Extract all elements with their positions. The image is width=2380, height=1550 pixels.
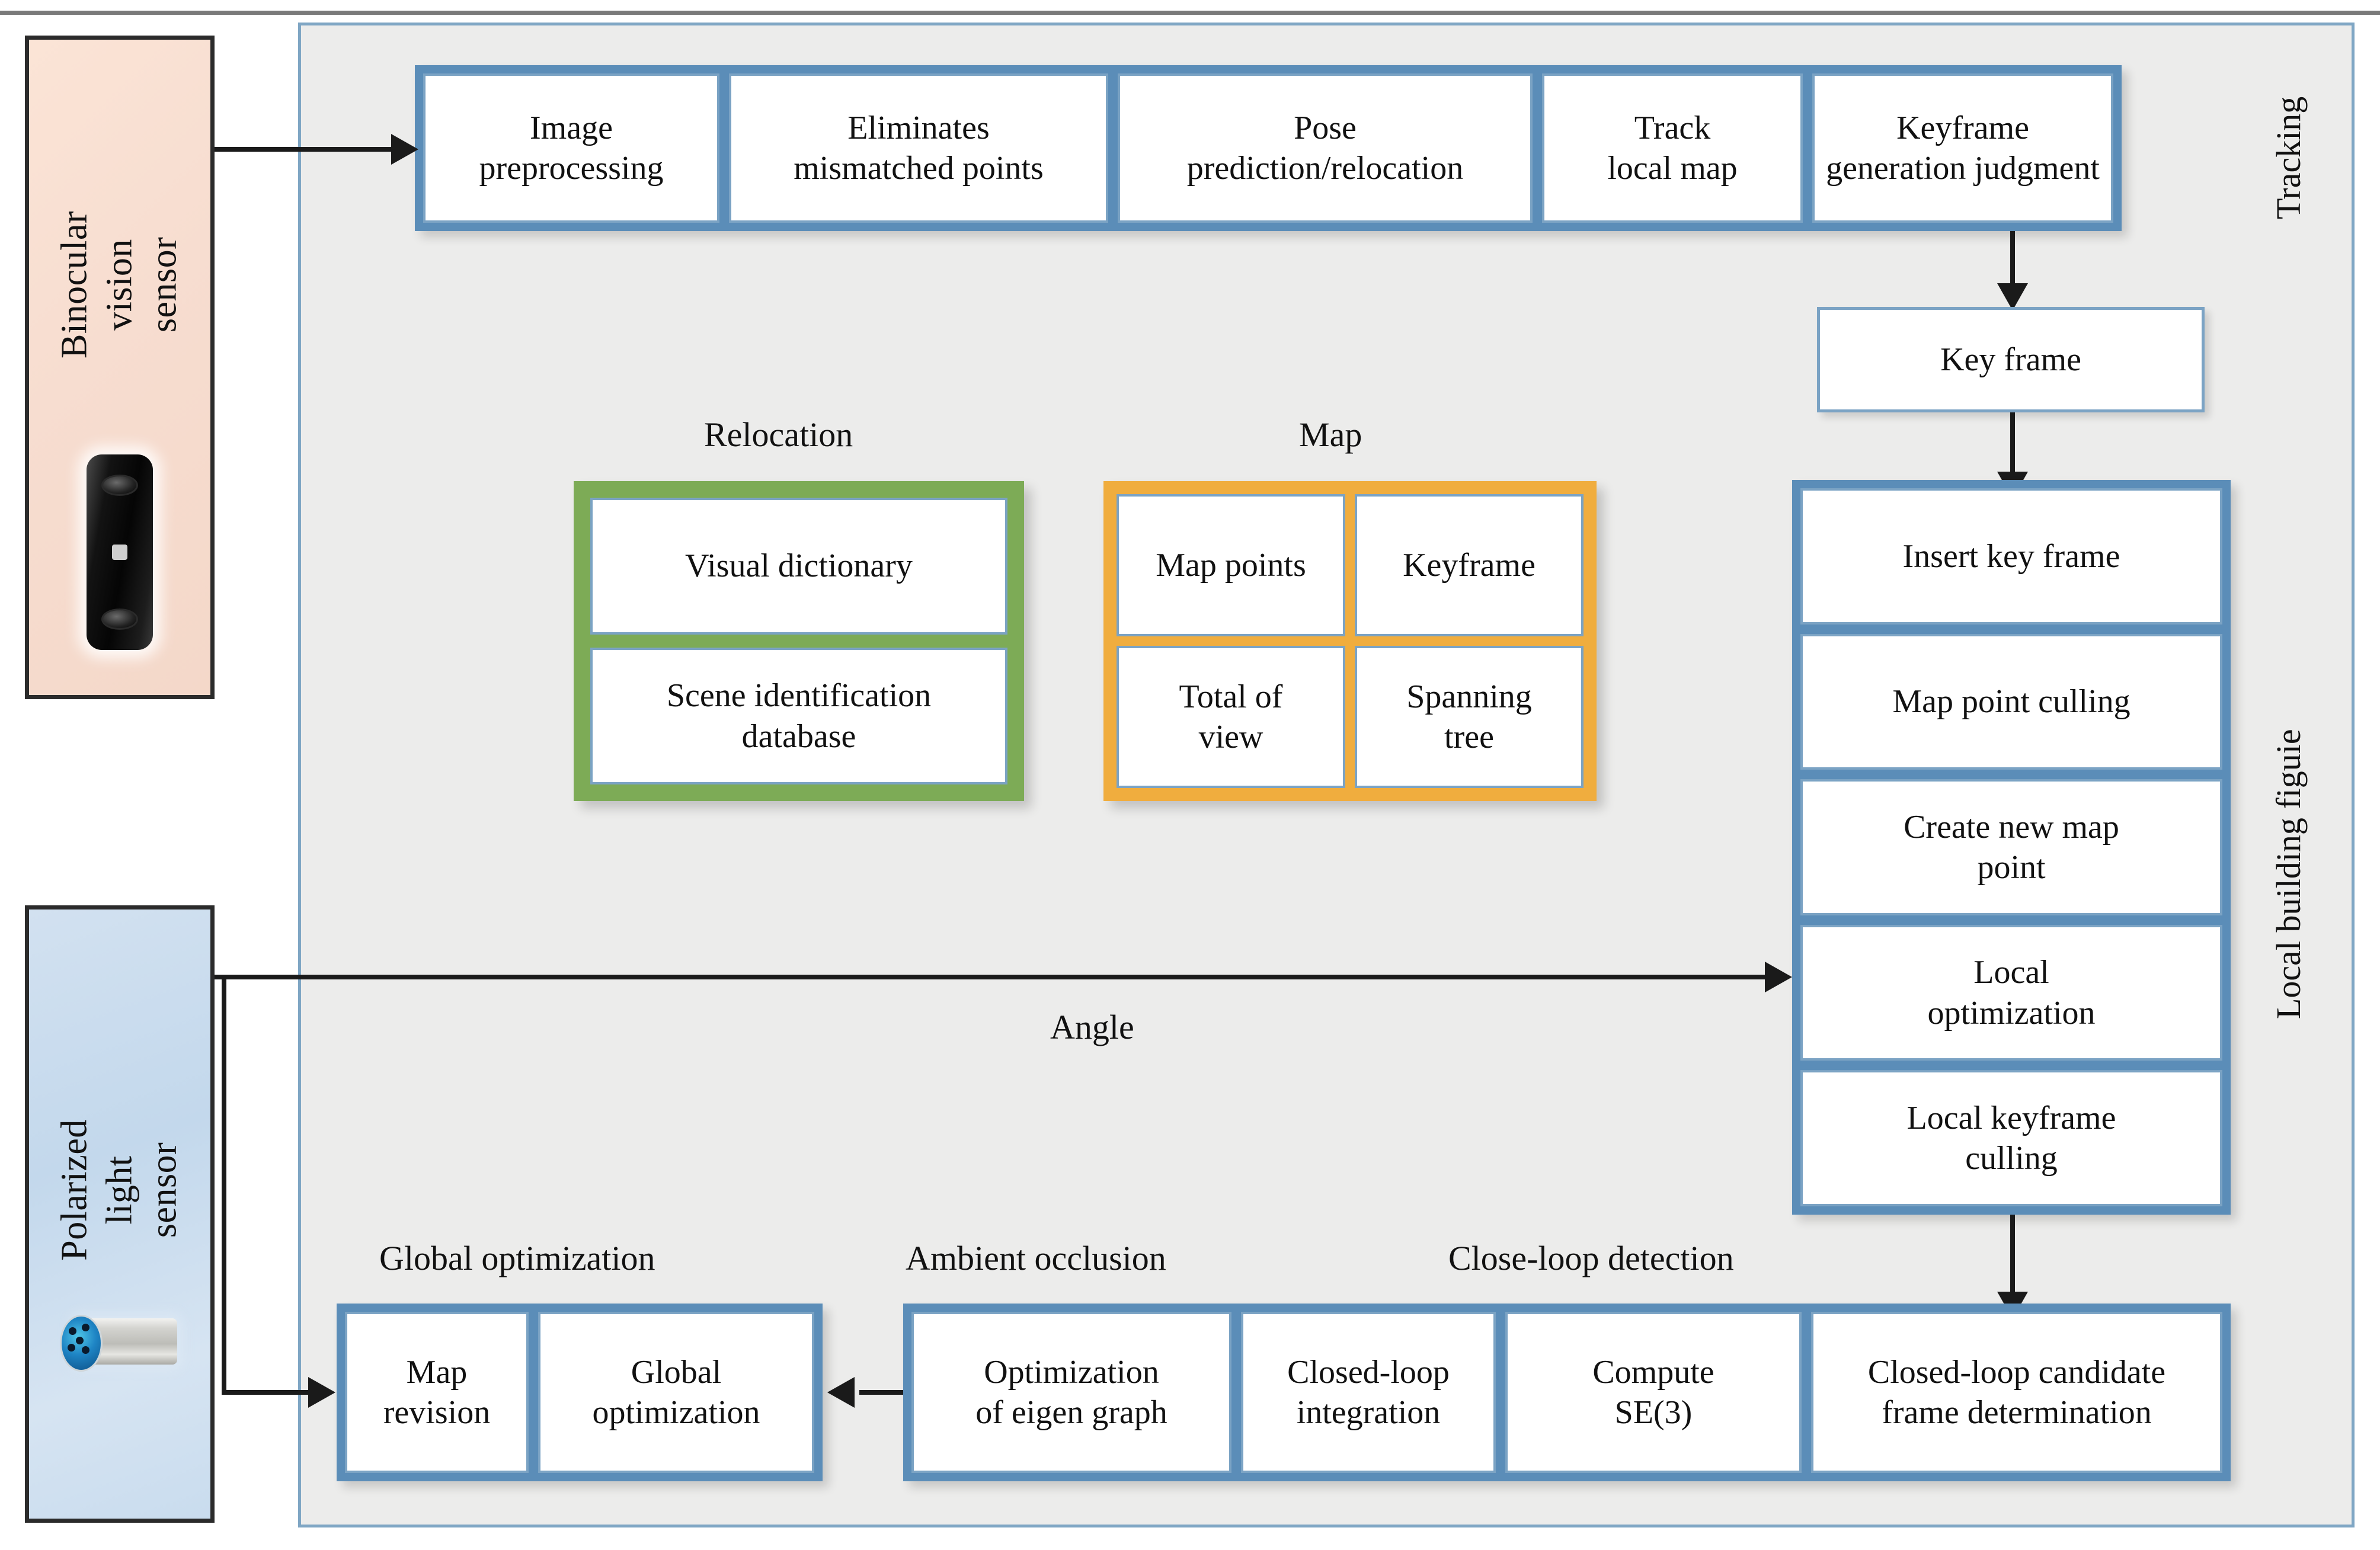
arrow-judgment-to-keyframe-head (1997, 283, 2028, 310)
arrow-vision-to-tracking-head (391, 134, 418, 165)
arrow-judgment-to-keyframe-line (2010, 231, 2015, 289)
angle-connection-label: Angle (1050, 1008, 1134, 1046)
polarized-light-sensor-panel: Polarized light sensor (25, 905, 215, 1523)
camera-indicator-icon (112, 545, 127, 560)
map-box-map-points[interactable]: Map points (1117, 494, 1345, 636)
arrow-local-to-closeloop-line (2010, 1215, 2015, 1298)
local-building-group: Insert key frame Map point culling Creat… (1792, 480, 2231, 1215)
binocular-vision-sensor-panel: Binocular vision sensor (25, 36, 215, 699)
arrow-keyframe-to-local-line (2010, 412, 2015, 478)
tracking-box-track-local-map[interactable]: Track local map (1542, 73, 1803, 223)
relocation-caption: Relocation (704, 415, 853, 454)
tracking-box-image-preprocessing[interactable]: Image preprocessing (423, 73, 719, 223)
global-box-map-revision[interactable]: Map revision (345, 1312, 529, 1473)
close-loop-detection-caption: Close-loop detection (1448, 1239, 1734, 1277)
closeloop-box-closed-loop-integration[interactable]: Closed-loop integration (1241, 1312, 1496, 1473)
connector-pin-icon (76, 1337, 84, 1344)
closeloop-box-optimization-of-eigen-graph[interactable]: Optimization of eigen graph (911, 1312, 1231, 1473)
ambient-occlusion-caption: Ambient occlusion (906, 1239, 1166, 1277)
arrow-polar-to-local-head (1765, 962, 1792, 992)
arrow-ambient-to-global-head (827, 1377, 855, 1408)
closeloop-box-closed-loop-candidate-frame-determination[interactable]: Closed-loop candidate frame determinatio… (1811, 1312, 2222, 1473)
tracking-box-pose-prediction-relocation[interactable]: Pose prediction/relocation (1118, 73, 1533, 223)
tracking-box-keyframe-generation-judgment[interactable]: Keyframe generation judgment (1812, 73, 2113, 223)
tracking-box-eliminates-mismatched-points[interactable]: Eliminates mismatched points (729, 73, 1108, 223)
local-box-local-keyframe-culling[interactable]: Local keyframe culling (1800, 1070, 2222, 1206)
stereo-camera-photo (87, 454, 153, 650)
local-box-create-new-map-point[interactable]: Create new map point (1800, 779, 2222, 915)
relocation-group: Visual dictionary Scene identification d… (574, 481, 1024, 801)
arrow-polar-branch-vertical (222, 975, 226, 1392)
binocular-vision-sensor-label: Binocular vision sensor (53, 211, 187, 358)
polarized-connector-photo (60, 1315, 177, 1372)
top-rule-divider (0, 11, 2380, 15)
map-box-spanning-tree[interactable]: Spanning tree (1355, 646, 1584, 788)
side-label-tracking: Tracking (2269, 96, 2308, 219)
relocation-box-visual-dictionary[interactable]: Visual dictionary (590, 498, 1007, 635)
connector-pin-icon (68, 1344, 75, 1352)
connector-pin-icon (69, 1327, 76, 1335)
connector-face-icon (60, 1315, 103, 1372)
global-optimization-group: Map revision Global optimization (337, 1304, 823, 1481)
closeloop-box-compute-se3[interactable]: Compute SE(3) (1505, 1312, 1802, 1473)
connector-pin-icon (82, 1324, 89, 1331)
connector-pin-icon (82, 1346, 89, 1354)
map-box-keyframe[interactable]: Keyframe (1355, 494, 1584, 636)
global-box-global-optimization[interactable]: Global optimization (538, 1312, 814, 1473)
arrow-polar-to-global-line (222, 1390, 312, 1395)
relocation-box-scene-identification-database[interactable]: Scene identification database (590, 648, 1007, 784)
tracking-group: Image preprocessing Eliminates mismatche… (415, 65, 2122, 231)
camera-lens-top-icon (101, 475, 138, 496)
global-optimization-caption: Global optimization (379, 1239, 655, 1277)
local-box-insert-key-frame[interactable]: Insert key frame (1800, 488, 2222, 625)
polarized-label-line1: Polarized light sensor (54, 1119, 184, 1261)
arrow-polar-to-local-line (215, 975, 1767, 979)
map-group: Map points Keyframe Total of view Spanni… (1103, 481, 1597, 801)
map-caption: Map (1299, 415, 1362, 454)
camera-lens-bottom-icon (101, 609, 138, 630)
close-loop-group: Optimization of eigen graph Closed-loop … (903, 1304, 2231, 1481)
local-box-local-optimization[interactable]: Local optimization (1800, 924, 2222, 1061)
local-box-map-point-culling[interactable]: Map point culling (1800, 633, 2222, 770)
map-box-total-of-view[interactable]: Total of view (1117, 646, 1345, 788)
arrow-polar-to-global-head (308, 1377, 335, 1408)
side-label-local-building: Local building figuie (2269, 729, 2308, 1019)
arrow-vision-to-tracking-line (215, 147, 392, 152)
polarized-light-sensor-label: Polarized light sensor (53, 1119, 187, 1261)
binocular-label-line1: Binocular vision sensor (54, 210, 184, 358)
key-frame-box[interactable]: Key frame (1817, 307, 2205, 412)
